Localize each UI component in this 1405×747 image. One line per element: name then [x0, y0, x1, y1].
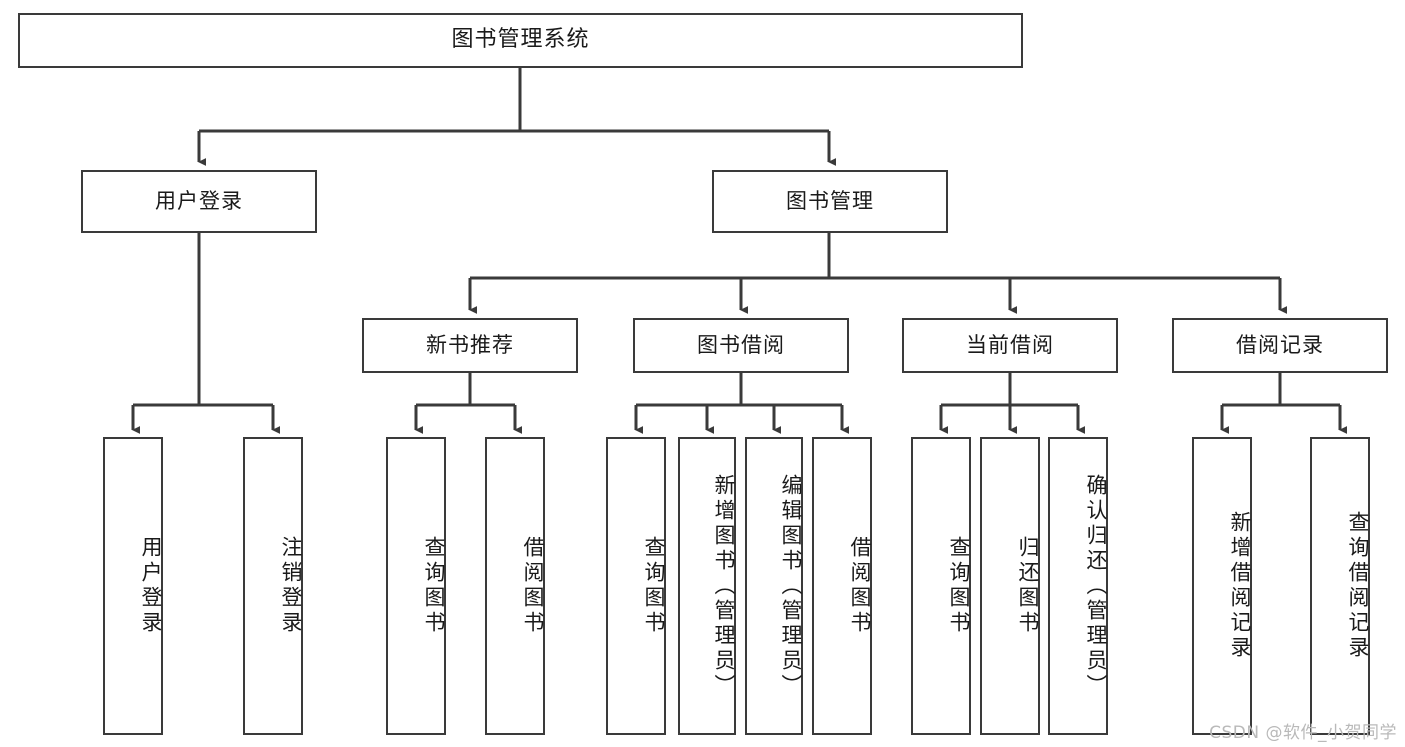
node-leaf-user-login[interactable]: 用户登录: [103, 437, 163, 735]
node-leaf-query-book-2-label: 查询图书: [642, 536, 666, 636]
node-leaf-return-book-label: 归还图书: [1016, 536, 1040, 636]
node-leaf-borrow-book-1[interactable]: 借阅图书: [485, 437, 545, 735]
node-leaf-query-book-2[interactable]: 查询图书: [606, 437, 666, 735]
node-leaf-query-book-3-label: 查询图书: [947, 536, 971, 636]
node-leaf-user-login-label: 用户登录: [139, 536, 163, 636]
node-book-borrow[interactable]: 图书借阅: [633, 318, 849, 373]
node-leaf-user-logout[interactable]: 注销登录: [243, 437, 303, 735]
node-leaf-query-record-label: 查询借阅记录: [1346, 511, 1370, 661]
csdn-watermark: CSDN @软件_小贺同学: [1209, 723, 1397, 743]
node-leaf-borrow-book-1-label: 借阅图书: [521, 536, 545, 636]
node-book-manage-label: 图书管理: [786, 188, 874, 213]
node-root[interactable]: 图书管理系统: [18, 13, 1023, 68]
node-leaf-edit-book-admin[interactable]: 编辑图书（管理员）: [745, 437, 803, 735]
node-user-login[interactable]: 用户登录: [81, 170, 317, 233]
node-leaf-query-record[interactable]: 查询借阅记录: [1310, 437, 1370, 735]
node-current-borrow-label: 当前借阅: [966, 332, 1054, 357]
node-leaf-add-record[interactable]: 新增借阅记录: [1192, 437, 1252, 735]
node-leaf-confirm-return-label: 确认归还（管理员）: [1084, 473, 1108, 699]
node-leaf-query-book-1-label: 查询图书: [422, 536, 446, 636]
node-new-book-rec[interactable]: 新书推荐: [362, 318, 578, 373]
node-borrow-record-label: 借阅记录: [1236, 332, 1324, 357]
node-book-manage[interactable]: 图书管理: [712, 170, 948, 233]
node-leaf-confirm-return[interactable]: 确认归还（管理员）: [1048, 437, 1108, 735]
node-leaf-query-book-1[interactable]: 查询图书: [386, 437, 446, 735]
node-leaf-add-book-admin-label: 新增图书（管理员）: [712, 473, 736, 699]
node-root-label: 图书管理系统: [451, 27, 590, 53]
node-leaf-edit-book-admin-label: 编辑图书（管理员）: [779, 473, 803, 699]
node-leaf-borrow-book-2-label: 借阅图书: [848, 536, 872, 636]
node-leaf-add-book-admin[interactable]: 新增图书（管理员）: [678, 437, 736, 735]
node-current-borrow[interactable]: 当前借阅: [902, 318, 1118, 373]
node-leaf-add-record-label: 新增借阅记录: [1228, 511, 1252, 661]
node-user-login-label: 用户登录: [155, 188, 243, 213]
node-new-book-rec-label: 新书推荐: [426, 332, 514, 357]
node-leaf-borrow-book-2[interactable]: 借阅图书: [812, 437, 872, 735]
node-leaf-user-logout-label: 注销登录: [279, 536, 303, 636]
node-leaf-return-book[interactable]: 归还图书: [980, 437, 1040, 735]
node-leaf-query-book-3[interactable]: 查询图书: [911, 437, 971, 735]
node-book-borrow-label: 图书借阅: [697, 332, 785, 357]
node-borrow-record[interactable]: 借阅记录: [1172, 318, 1388, 373]
